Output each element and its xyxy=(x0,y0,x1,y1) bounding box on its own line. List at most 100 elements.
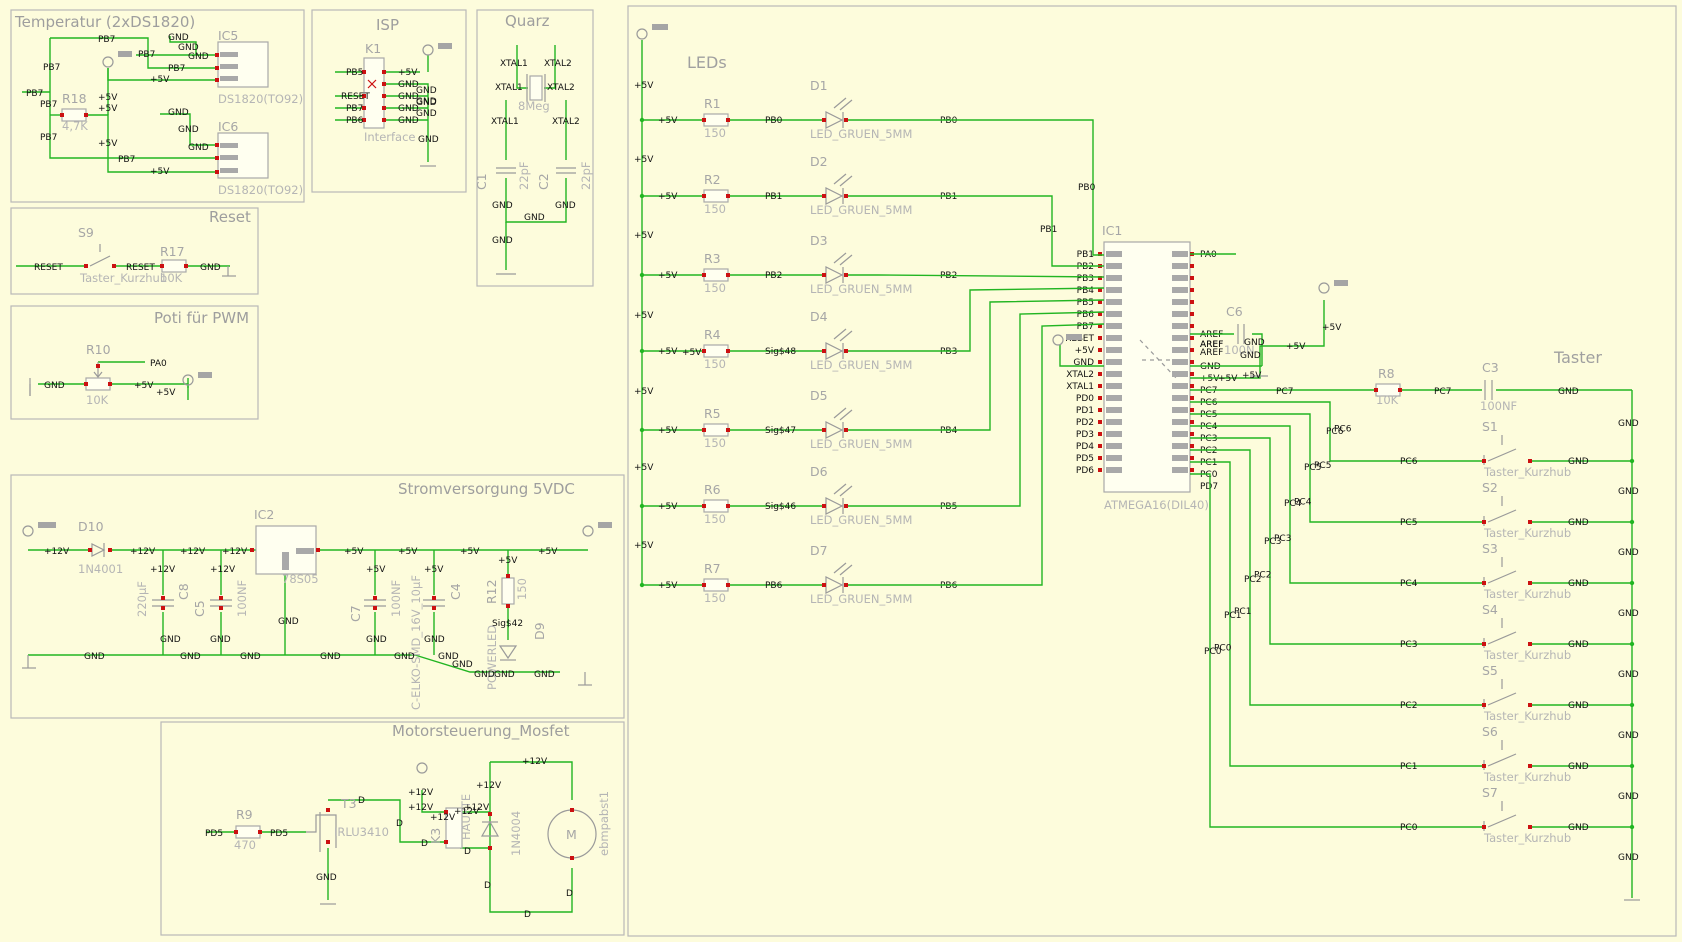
net-label: PB7 xyxy=(98,35,115,45)
ic1-right-pin xyxy=(1172,419,1188,425)
net-label: GND xyxy=(84,652,105,662)
led-net-supply: +5V xyxy=(658,581,678,591)
net-label: GND xyxy=(424,635,445,645)
d9-value: POWERLED xyxy=(485,625,499,690)
power-symbols xyxy=(22,522,612,686)
frame-poti xyxy=(10,305,259,420)
ic1-left-label: PB4 xyxy=(1077,286,1095,296)
led-net-1: Sig$46 xyxy=(765,502,796,512)
net-label: GND xyxy=(178,43,199,53)
title-motor: Motorsteuerung_Mosfet xyxy=(392,722,570,741)
led-r-value: 150 xyxy=(704,436,726,450)
title-quarz: Quarz xyxy=(505,12,550,30)
led-net-supply: +5V xyxy=(658,347,678,357)
net-label: +5V xyxy=(498,556,518,566)
led-r-value: 150 xyxy=(704,357,726,371)
led-net-1: PB0 xyxy=(765,116,783,126)
ic1-right-label: PC7 xyxy=(1200,386,1217,396)
net-label: XTAL2 xyxy=(547,83,575,93)
button-net: PC5 xyxy=(1400,518,1417,528)
led-net-2: PB5 xyxy=(940,502,957,512)
net-label: +5V xyxy=(634,155,654,165)
led-r-value: 150 xyxy=(704,126,726,140)
net-label: AREF xyxy=(1200,340,1223,350)
ic1-left-pin xyxy=(1106,419,1122,425)
net-label: GND xyxy=(438,652,459,662)
ic1-left-pad xyxy=(1098,384,1102,388)
ic1-right-pin xyxy=(1172,359,1188,365)
ic1-left-pad xyxy=(1098,324,1102,328)
ic1-left-pin xyxy=(1106,467,1122,473)
net-label: GND xyxy=(394,652,415,662)
led-d-name: D7 xyxy=(810,543,828,558)
ic1-right-pin xyxy=(1172,467,1188,473)
ic1-left-pin xyxy=(1106,347,1122,353)
net-label: XTAL1 xyxy=(491,117,519,127)
net-label: PC4 xyxy=(1284,499,1302,509)
frame-main xyxy=(627,5,1677,937)
quarz-value: 8Meg xyxy=(518,99,550,113)
net-label: PC5 xyxy=(1304,463,1321,473)
net-label: D xyxy=(396,819,403,829)
k3-value: HAUPTE xyxy=(459,794,473,840)
led-net-1: Sig$48 xyxy=(765,347,796,357)
ic1-name: IC1 xyxy=(1102,223,1122,238)
net-label: PB7 xyxy=(346,104,363,114)
net-label: +5V xyxy=(398,547,418,557)
net-label: +5V xyxy=(1242,371,1262,381)
net-label: PB1 xyxy=(1040,225,1057,235)
ic1-right-label: AREF xyxy=(1200,340,1223,350)
button-value: Taster_Kurzhub xyxy=(1483,587,1571,601)
net-label: +5V xyxy=(634,81,654,91)
ic1-right-pad xyxy=(1190,324,1194,328)
ic1-right-pin xyxy=(1172,251,1188,257)
led-d-value: LED_GRUEN_5MM xyxy=(810,203,912,217)
diode-1n4004: 1N4004 xyxy=(509,811,523,856)
ic1-right-label: PC1 xyxy=(1200,458,1217,468)
net-label: GND xyxy=(534,670,555,680)
led-d-name: D5 xyxy=(810,388,828,403)
button-name: S7 xyxy=(1482,785,1498,800)
quarz-wires xyxy=(505,45,567,270)
ic1-left-pin xyxy=(1106,251,1122,257)
frame-quarz xyxy=(476,9,594,287)
net-label: GND xyxy=(316,873,337,883)
ic1-right-label: PA0 xyxy=(1200,250,1217,260)
ic1-left-pad xyxy=(1098,336,1102,340)
r12-value: 150 xyxy=(515,578,529,600)
net-label: PB7 xyxy=(40,100,57,110)
net-label: GND xyxy=(188,143,209,153)
led-net-2: PB4 xyxy=(940,426,958,436)
ic1-right-pin xyxy=(1172,443,1188,449)
net-label: +12V xyxy=(130,547,156,557)
reset-symbols xyxy=(84,244,236,277)
net-label: GND xyxy=(188,52,209,62)
button-gnd: GND xyxy=(1568,640,1589,650)
net-label: +12V xyxy=(454,807,480,817)
k1-value: Interface xyxy=(364,130,416,144)
ic1-right-label: PC6 xyxy=(1200,398,1218,408)
r8-name: R8 xyxy=(1378,366,1395,381)
net-label: GND xyxy=(210,635,231,645)
net-label: PC2 xyxy=(1244,575,1261,585)
ic1-left-label: PD5 xyxy=(1076,454,1094,464)
net-label: +12V xyxy=(180,547,206,557)
ic1-right-pad xyxy=(1190,288,1194,292)
net-label: GND xyxy=(398,92,419,102)
net-label: D xyxy=(464,847,471,857)
led-d-name: D2 xyxy=(810,154,828,169)
ic1-right-pad xyxy=(1190,420,1194,424)
ic1-right-label: PC0 xyxy=(1200,470,1218,480)
c7-name: C7 xyxy=(348,605,363,622)
led-r-value: 150 xyxy=(704,591,726,605)
ic1-left-label: PB5 xyxy=(1077,298,1094,308)
net-label: GND xyxy=(160,635,181,645)
ic1-left-pad xyxy=(1098,288,1102,292)
frame-temperature xyxy=(10,9,305,203)
ic1-left-pad xyxy=(1098,396,1102,400)
led-r-value: 150 xyxy=(704,202,726,216)
net-label: PA0 xyxy=(150,359,167,369)
